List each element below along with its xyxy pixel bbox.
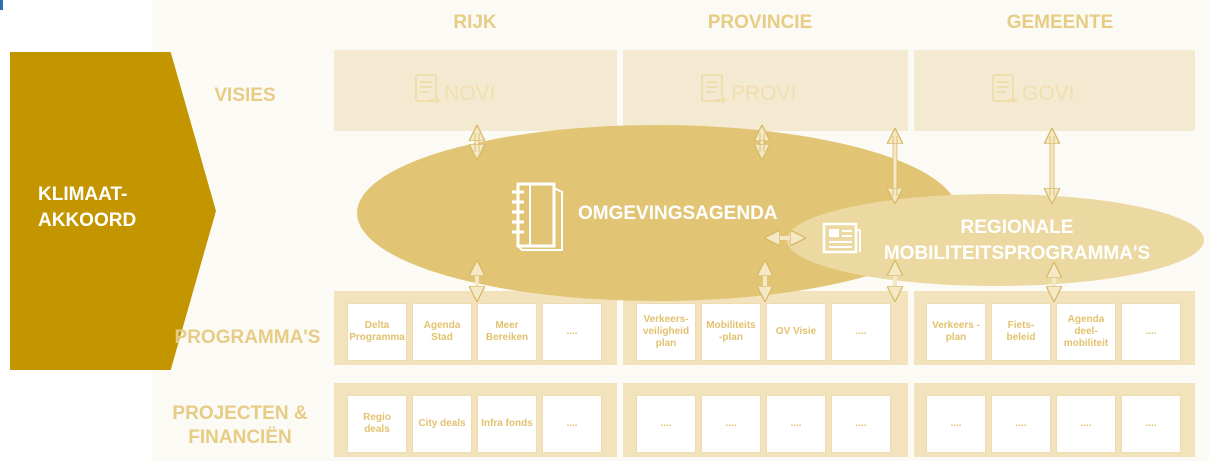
programma-cell: .... xyxy=(831,303,891,361)
project-cell: .... xyxy=(831,395,891,453)
programma-cell: Meer Bereiken xyxy=(477,303,537,361)
programma-cell: Agenda deel-mobiliteit xyxy=(1056,303,1116,361)
project-cell: .... xyxy=(766,395,826,453)
row-header-visies: VISIES xyxy=(214,85,276,106)
programma-cell: Agenda Stad xyxy=(412,303,472,361)
corner-mark xyxy=(0,0,3,10)
row-header-projecten-line2: FINANCIËN xyxy=(188,427,292,448)
visie-label-gemeente: GOVI xyxy=(1022,82,1075,105)
klimaatakkoord-line1: KLIMAAT- xyxy=(38,184,128,205)
project-cell: .... xyxy=(701,395,761,453)
project-cell: City deals xyxy=(412,395,472,453)
project-cell: .... xyxy=(991,395,1051,453)
row-header-projecten: PROJECTEN & FINANCIËN xyxy=(160,402,320,450)
row-header-projecten-line1: PROJECTEN & xyxy=(172,403,308,424)
column-header-rijk: RIJK xyxy=(453,12,497,33)
regionale-label: REGIONALE MOBILITEITSPROGRAMMA'S xyxy=(867,215,1167,267)
programma-cell: .... xyxy=(542,303,602,361)
programma-cell: Delta Programma xyxy=(347,303,407,361)
row-header-programmas: PROGRAMMA'S xyxy=(174,327,321,348)
column-header-provincie: PROVINCIE xyxy=(707,12,813,33)
project-cell: Regio deals xyxy=(347,395,407,453)
programma-cell: .... xyxy=(1121,303,1181,361)
programma-cell: OV Visie xyxy=(766,303,826,361)
regionale-line1: REGIONALE xyxy=(960,217,1074,238)
document-icon xyxy=(701,74,727,104)
visie-box-gemeente xyxy=(914,50,1195,131)
visie-label-provincie: PROVI xyxy=(731,82,797,105)
column-header-gemeente: GEMEENTE xyxy=(1006,12,1114,33)
visie-box-provincie xyxy=(623,50,908,131)
newspaper-icon xyxy=(822,222,861,254)
visie-box-rijk xyxy=(334,50,617,131)
document-icon xyxy=(415,74,441,104)
document-icon xyxy=(992,74,1018,104)
programma-cell: Verkeers -plan xyxy=(926,303,986,361)
programma-cell: Mobiliteits -plan xyxy=(701,303,761,361)
programma-cell: Verkeers-veiligheid plan xyxy=(636,303,696,361)
visie-label-rijk: NOVI xyxy=(444,82,496,105)
regionale-line2: MOBILITEITSPROGRAMMA'S xyxy=(883,243,1151,264)
omgevingsagenda-label: OMGEVINGSAGENDA xyxy=(578,203,778,224)
project-cell: .... xyxy=(1056,395,1116,453)
project-cell: .... xyxy=(926,395,986,453)
klimaatakkoord-label: KLIMAAT- AKKOORD xyxy=(38,182,158,234)
klimaatakkoord-line2: AKKOORD xyxy=(38,210,137,231)
project-cell: .... xyxy=(542,395,602,453)
project-cell: .... xyxy=(1121,395,1181,453)
klimaatakkoord-chevron xyxy=(10,52,216,370)
project-cell: .... xyxy=(636,395,696,453)
project-cell: Infra fonds xyxy=(477,395,537,453)
programma-cell: Fiets-beleid xyxy=(991,303,1051,361)
notebook-icon xyxy=(512,182,563,251)
